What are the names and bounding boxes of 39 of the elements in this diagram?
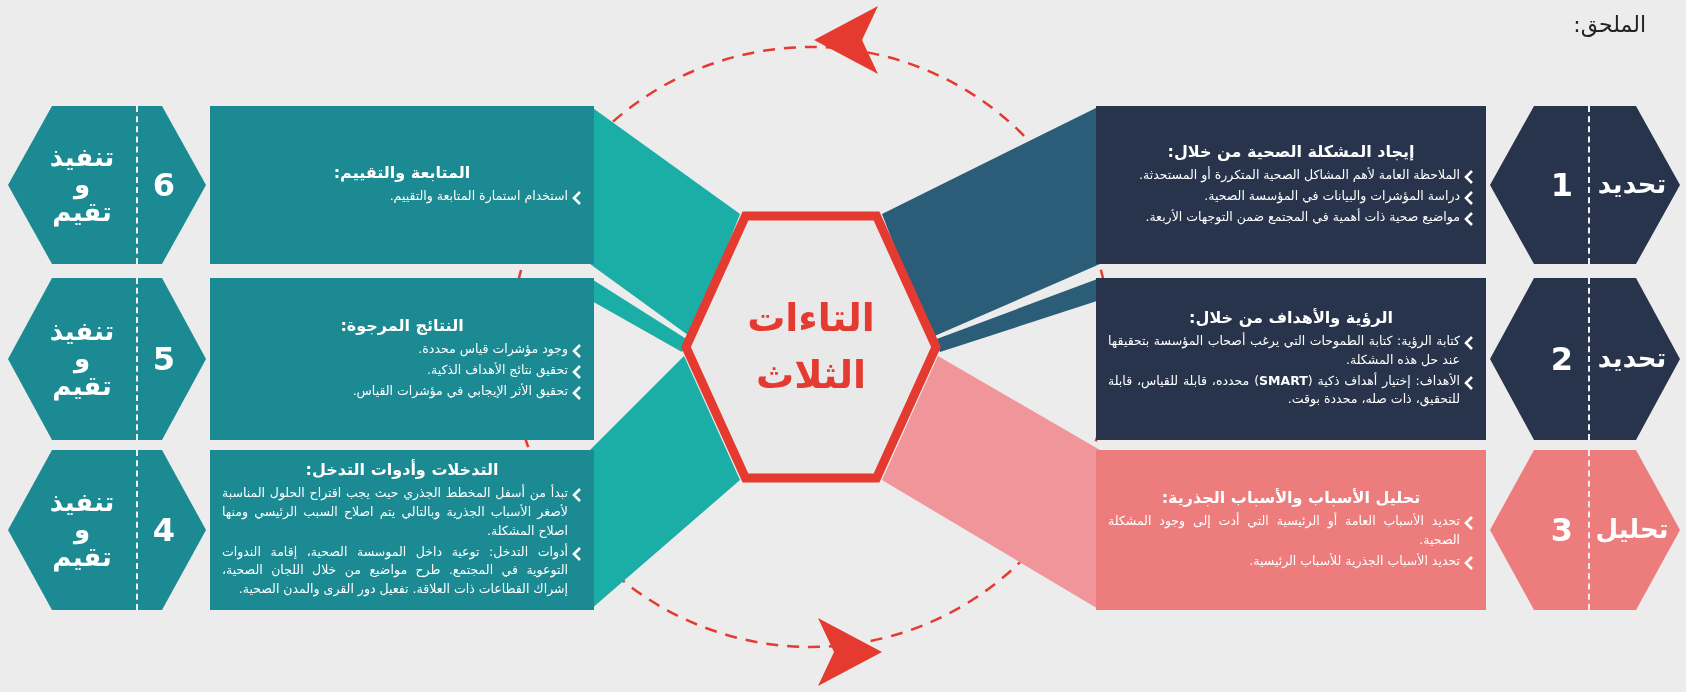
step-number: 6: [151, 166, 177, 204]
bullet-text: كتابة الرؤية: كتابة الطموحات التي يرغب أصحاب المؤسسة بتحقيقها عند حل هذه المشكلة.: [1108, 332, 1460, 369]
bullet-text: تحديد الأسباب الجذرية للأسباب الرئيسية.: [1249, 551, 1460, 571]
step-number: 4: [151, 511, 177, 549]
content-panel: [210, 106, 594, 264]
panel-heading: إيجاد المشكلة الصحية من خلال:: [1167, 142, 1415, 162]
center-hexagon: [680, 210, 942, 484]
panel-heading: النتائج المرجوة:: [340, 316, 464, 336]
bullet-text: تحقيق الأثر الإيجابي في مؤشرات القياس.: [352, 381, 568, 401]
panel-heading: التدخلات وأدوات التدخل:: [305, 460, 499, 480]
step-number: 1: [1549, 166, 1575, 204]
step-number: 5: [151, 340, 177, 378]
panel-heading: تحليل الأسباب والأسباب الجذرية:: [1161, 488, 1421, 508]
bullet-text: تحقيق نتائج الأهداف الذكية.: [426, 361, 568, 380]
bullet-text: تبدأ من أسفل المخطط الجذري حيث يجب اقتراح الحلول المناسبة لأصغر الأسباب الجذرية وبالتالي يتم اصلاح السبب الرئيسي ومنها اصلاح المشكلة.: [222, 484, 568, 540]
stage-label: تحليل: [1594, 516, 1670, 544]
panel-heading: المتابعة والتقييم:: [333, 163, 471, 183]
content-panel: [1096, 450, 1486, 610]
step-number: 3: [1549, 511, 1575, 549]
content-panel: [210, 450, 594, 610]
stage-label: تنفيذ و تقيم: [48, 144, 116, 226]
bullet-text: تحديد الأسباب العامة أو الرئيسية التي أدت إلى وجود المشكلة الصحية.: [1108, 512, 1460, 550]
stage-label: تنفيذ و تقيم: [48, 318, 116, 400]
appendix-label: الملحق:: [1573, 12, 1646, 37]
center-title: التاءات الثلاث: [746, 295, 876, 399]
stage-label: تحديد: [1596, 345, 1668, 373]
bullet-text: مواضيع صحية ذات أهمية في المجتمع ضمن التوجهات الأربعة.: [1145, 207, 1460, 227]
bullet-text: استخدام استمارة المتابعة والتقييم.: [389, 187, 568, 206]
content-panel: [1096, 278, 1486, 440]
step-number: 2: [1549, 340, 1575, 378]
content-panel: [210, 278, 594, 440]
bullet-text: أدوات التدخل: توعية داخل الموسسة الصحية، إقامة الندوات التوعوية في المجتمع. طرح مواضيع من خلال اللجان الصحية، إشراك القطاعات ذات العلاقة. تفعيل دور القرى والمدن الصحية.: [222, 542, 568, 599]
stage-label: تحديد: [1596, 171, 1668, 199]
panel-heading: الرؤية والأهداف من خلال:: [1189, 308, 1393, 327]
bullet-text: دراسة المؤشرات والبيانات في المؤسسة الصحية.: [1204, 187, 1460, 206]
content-panel: [1096, 106, 1486, 264]
bullet-text: الملاحظة العامة لأهم المشاكل الصحية المتكررة أو المستحدثة.: [1139, 166, 1460, 185]
stage-label: تنفيذ و تقيم: [48, 489, 116, 571]
bullet-text: وجود مؤشرات قياس محددة.: [418, 340, 568, 359]
